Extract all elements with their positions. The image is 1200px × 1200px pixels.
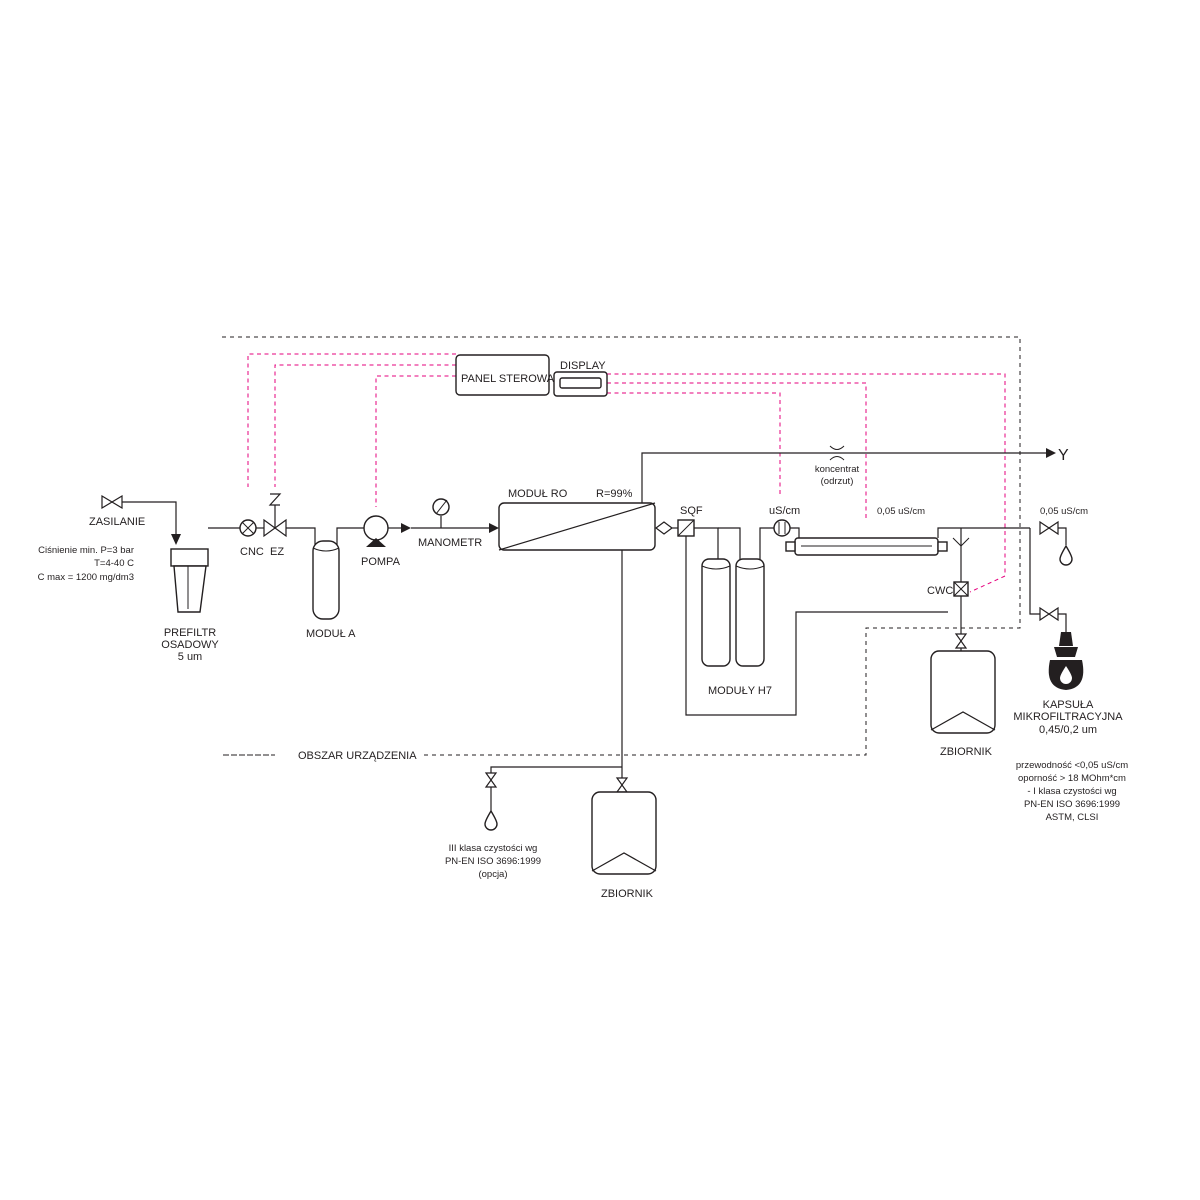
concentrate-line	[641, 452, 1050, 503]
recovery-label: R=99%	[596, 488, 633, 500]
svg-text:5 um: 5 um	[178, 651, 202, 663]
prefilter-housing[interactable]	[170, 548, 209, 613]
storage-tank-right[interactable]	[930, 650, 996, 734]
cwc-label: CWC	[927, 585, 953, 597]
tank-right-label: ZBIORNIK	[940, 746, 993, 758]
permeate-line-2	[790, 527, 800, 538]
svg-text:- I klasa czystości wg: - I klasa czystości wg	[1027, 786, 1116, 797]
capsule-label: KAPSUŁA MIKROFILTRACYJNA 0,45/0,2 um	[1013, 699, 1123, 736]
check-valve-icon[interactable]	[655, 521, 673, 535]
module-a-cartridge[interactable]	[312, 540, 340, 620]
main-line-4	[336, 527, 364, 545]
cnc-valve-icon[interactable]	[239, 519, 257, 537]
svg-text:(opcja): (opcja)	[478, 869, 507, 880]
control-panel[interactable]	[455, 354, 550, 396]
feed-conditions: Ciśnienie min. P=3 bar T=4-40 C C max = …	[38, 545, 135, 583]
capsule-inlet-line	[1058, 613, 1067, 632]
storage-tank-bottom[interactable]	[591, 791, 657, 875]
flow-arrow-icon	[401, 523, 411, 533]
svg-text:(odrzut): (odrzut)	[821, 476, 854, 487]
manometer-icon[interactable]	[432, 498, 450, 528]
prefilter-label: PREFILTR OSADOWY 5 um	[161, 627, 219, 663]
concentrate-restrictor-icon	[829, 445, 845, 461]
h7-cartridge-2[interactable]	[735, 558, 765, 667]
sqf-sensor-icon[interactable]	[677, 519, 695, 537]
svg-text:OSADOWY: OSADOWY	[161, 639, 219, 651]
svg-text:PREFILTR: PREFILTR	[164, 627, 216, 639]
outlet-valve-icon[interactable]	[1039, 520, 1059, 536]
svg-text:T=4-40 C: T=4-40 C	[94, 558, 134, 569]
cwc-valve-icon[interactable]	[953, 581, 969, 597]
feed-label: ZASILANIE	[89, 516, 145, 528]
display-label: DISPLAY	[560, 360, 606, 372]
flow-arrow-icon	[489, 523, 499, 533]
class3-branch-line	[490, 766, 622, 773]
sqf-label: SQF	[680, 505, 703, 517]
y-outlet-label: Y	[1058, 447, 1069, 464]
h7-outlet-line	[759, 527, 774, 561]
svg-text:MIKROFILTRACYJNA: MIKROFILTRACYJNA	[1013, 711, 1123, 723]
output-conductivity-label: 0,05 uS/cm	[1040, 506, 1088, 517]
pump-label: POMPA	[361, 556, 401, 568]
solenoid-valve-icon[interactable]	[263, 493, 287, 538]
cnc-label: CNC	[240, 546, 264, 558]
device-area-label: OBSZAR URZĄDZENIA	[298, 750, 417, 762]
tank-valve-right-icon[interactable]	[954, 633, 968, 649]
control-panel-label: PANEL STEROWANIA	[461, 373, 573, 385]
pump-icon[interactable]	[363, 515, 389, 547]
control-signal-lines	[247, 353, 1006, 593]
capsule-valve-icon[interactable]	[1039, 606, 1059, 622]
svg-text:III klasa czystości wg: III klasa czystości wg	[449, 843, 538, 854]
svg-text:KAPSUŁA: KAPSUŁA	[1043, 699, 1094, 711]
ro-module-label: MODUŁ RO	[508, 488, 568, 500]
svg-text:PN-EN ISO 3696:1999: PN-EN ISO 3696:1999	[1024, 799, 1120, 810]
svg-text:PN-EN ISO 3696:1999: PN-EN ISO 3696:1999	[445, 856, 541, 867]
svg-text:ASTM, CLSI: ASTM, CLSI	[1046, 812, 1099, 823]
display-screen	[559, 377, 602, 389]
quality-spec-text: przewodność <0,05 uS/cm oporność > 18 MO…	[1016, 760, 1128, 823]
permeate-line-3	[937, 527, 1030, 538]
tank-bottom-label: ZBIORNIK	[601, 888, 654, 900]
h7-feed-line	[694, 527, 719, 561]
module-a-label: MODUŁ A	[306, 628, 356, 640]
feed-line	[122, 501, 177, 540]
conductivity-sensor-icon[interactable]	[773, 519, 791, 537]
svg-text:C max = 1200 mg/dm3: C max = 1200 mg/dm3	[38, 572, 134, 583]
capsule-branch-line	[1029, 528, 1040, 615]
outlet-line	[1058, 527, 1067, 545]
svg-text:0,45/0,2 um: 0,45/0,2 um	[1039, 724, 1097, 736]
svg-text:przewodność <0,05 uS/cm: przewodność <0,05 uS/cm	[1016, 760, 1128, 771]
concentrate-arrow-icon	[1046, 448, 1056, 458]
h7-bridge-line	[718, 527, 741, 561]
svg-text:Ciśnienie min. P=3 bar: Ciśnienie min. P=3 bar	[38, 545, 134, 556]
class3-valve-icon[interactable]	[484, 772, 498, 788]
concentrate-label: koncentrat (odrzut)	[815, 464, 860, 487]
feed-arrow-icon	[171, 534, 181, 545]
ez-label: EZ	[270, 546, 284, 558]
manometer-label: MANOMETR	[418, 537, 482, 549]
conductivity-unit-label: uS/cm	[769, 505, 800, 517]
device-area-frame	[222, 336, 1021, 756]
ro-membrane-module[interactable]	[498, 502, 656, 551]
water-drop-icon	[484, 809, 498, 831]
svg-text:koncentrat: koncentrat	[815, 464, 860, 475]
loop-conductivity-label: 0,05 uS/cm	[877, 506, 925, 517]
main-line-3	[286, 527, 316, 545]
uv-polishing-module[interactable]	[785, 537, 948, 556]
svg-text:oporność > 18 MOhm*cm: oporność > 18 MOhm*cm	[1018, 773, 1126, 784]
recirculation-loop	[685, 536, 948, 716]
h7-modules-label: MODUŁY H7	[708, 685, 772, 697]
tank-valve-bottom-icon[interactable]	[615, 777, 629, 793]
water-drop-icon	[1059, 544, 1073, 566]
microfiltration-capsule-icon[interactable]	[1048, 632, 1084, 690]
h7-cartridge-1[interactable]	[701, 558, 731, 667]
branch-filter-icon	[952, 537, 970, 547]
feed-valve-icon[interactable]	[101, 494, 123, 510]
class3-spec-text: III klasa czystości wg PN-EN ISO 3696:19…	[445, 843, 541, 880]
